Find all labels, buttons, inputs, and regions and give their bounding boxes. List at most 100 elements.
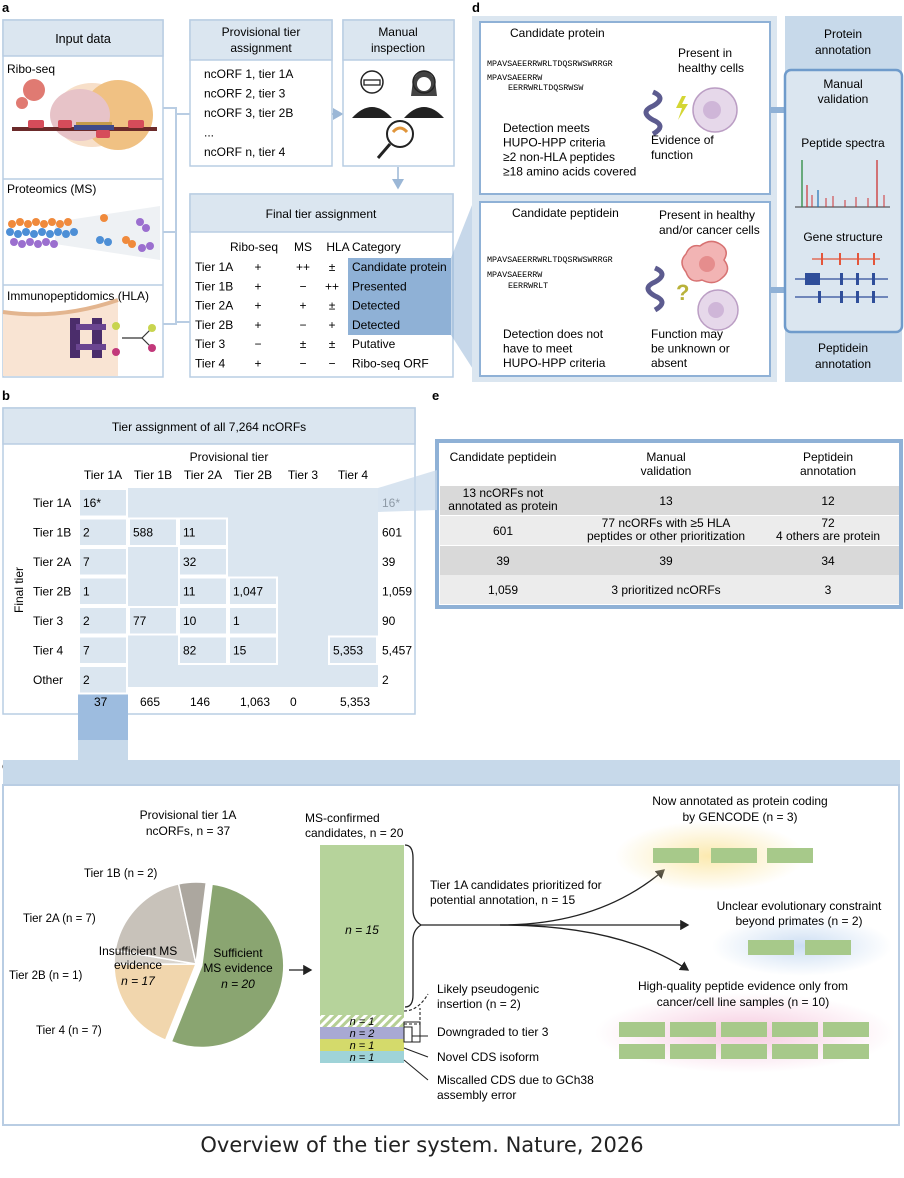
- inspectors-illustration: [352, 70, 444, 159]
- stacked-bar: n = 15n = 1n = 2n = 1n = 1: [320, 845, 404, 1064]
- highq-block: [772, 1044, 818, 1059]
- matrix-cell: 16*: [83, 496, 101, 510]
- matrix-cell-bg: [178, 547, 228, 577]
- final-row-category: Ribo-seq ORF: [352, 357, 429, 371]
- matrix-cell: 2: [83, 673, 90, 687]
- matrix-cell-bg: [328, 635, 378, 665]
- function-may-line: be unknown or: [651, 342, 730, 356]
- present-hc-1: Present in healthy: [659, 208, 755, 222]
- matrix-col-total: 665: [140, 695, 160, 709]
- matrix-cell-bg: [78, 488, 128, 518]
- matrix-col-total: 146: [190, 695, 210, 709]
- matrix-cell: 7: [83, 555, 90, 569]
- sufficient-1: Sufficient: [213, 946, 263, 960]
- seq-c-2: EERRWRLT: [508, 281, 548, 291]
- e-cell: 1,059: [488, 583, 518, 597]
- function-may-line: absent: [651, 356, 688, 370]
- matrix-cell-bg: [128, 517, 178, 547]
- final-row-ms: −: [299, 318, 306, 332]
- e-cell: 13: [659, 494, 673, 508]
- detect-meets-line: ≥2 non-HLA peptides: [503, 150, 615, 164]
- protein-annot-1: Protein: [824, 27, 862, 41]
- insufficient-1: Insufficient MS: [99, 944, 177, 958]
- gene-structure-label: Gene structure: [803, 230, 883, 244]
- matrix-col-total: 37: [94, 695, 108, 709]
- prov-item: ncORF 1, tier 1A: [204, 67, 293, 81]
- e-cell: 3: [825, 583, 832, 597]
- sufficient-2: MS evidence: [203, 961, 273, 975]
- matrix-cell-bg: [178, 635, 228, 665]
- e-cell: 13 ncORFs not: [463, 486, 544, 500]
- matrix-cell: 82: [183, 644, 197, 658]
- final-row-tier: Tier 2B: [195, 318, 233, 332]
- highq-block: [823, 1022, 869, 1037]
- miscalled-2: assembly error: [437, 1088, 516, 1102]
- prov-item: ncORF 2, tier 3: [204, 87, 286, 101]
- matrix-cell-bg: [228, 635, 278, 665]
- bar-segment-label: n = 1: [350, 1040, 375, 1052]
- unclear-glow: [712, 916, 892, 976]
- protein-cell-illustration: [643, 87, 738, 137]
- matrix-cell: 32: [183, 555, 197, 569]
- final-row-ms: ±: [300, 337, 307, 351]
- matrix-cell-bg: [228, 576, 278, 606]
- bar-segment: [320, 1039, 404, 1051]
- final-row-ms: −: [299, 357, 306, 371]
- pie-label-tier1b: Tier 1B (n = 2): [84, 868, 158, 880]
- seq-full-1: MPAVSAEERRWRLTDQSRWSWRRGR: [487, 59, 613, 69]
- matrix-row-total: 90: [382, 614, 396, 628]
- prov-item: ncORF 3, tier 2B: [204, 106, 293, 120]
- bar-segment: [320, 1051, 404, 1063]
- pie-slice: [113, 963, 198, 1042]
- pie-label-tier2b: Tier 2B (n = 1): [9, 970, 83, 982]
- e-cell: 39: [659, 554, 673, 568]
- ribo-seq-label: Ribo-seq: [7, 62, 55, 76]
- final-header: Ribo-seq: [230, 240, 278, 254]
- e-cell: 3 prioritized ncORFs: [611, 583, 720, 597]
- seq-b-1: EERRWRLTDQSRWSW: [508, 83, 584, 93]
- e-row-bg: [440, 516, 899, 545]
- e-cell: peptides or other prioritization: [587, 529, 745, 543]
- final-header: Category: [352, 240, 401, 254]
- seq-a-1: MPAVSAEERRW: [487, 73, 543, 83]
- highq-block: [619, 1022, 665, 1037]
- matrix-row-label: Other: [33, 673, 63, 687]
- matrix-cell: 5,353: [333, 644, 363, 658]
- panel-letter-e: e: [432, 388, 439, 403]
- matrix-cell: 1,047: [233, 585, 263, 599]
- e-header: Peptidein: [803, 450, 853, 464]
- matrix-row-label: Tier 3: [33, 614, 64, 628]
- annotated-glow: [615, 821, 805, 891]
- final-row-hla: ±: [329, 260, 336, 274]
- e-header: validation: [641, 464, 692, 478]
- pie-slice: [114, 882, 197, 965]
- miscalled-1: Miscalled CDS due to GCh38: [437, 1073, 594, 1087]
- e-cell: 601: [493, 524, 513, 538]
- matrix-cell: 15: [233, 644, 247, 658]
- final-row-category: Presented: [352, 279, 407, 293]
- e-cell: 4 others are protein: [776, 529, 880, 543]
- present-hc-2: and/or cancer cells: [659, 223, 760, 237]
- final-row-ms: +: [299, 299, 306, 313]
- matrix-row-total: 5,457: [382, 644, 412, 658]
- cand-protein-title: Candidate protein: [510, 26, 605, 40]
- final-row-hla: ±: [329, 337, 336, 351]
- matrix-cell-bg: [78, 635, 128, 665]
- prioritized-2: potential annotation, n = 15: [430, 893, 575, 907]
- highq-1: High-quality peptide evidence only from: [638, 979, 848, 993]
- matrix-row-total: 1,059: [382, 585, 412, 599]
- final-row-hla: −: [328, 357, 335, 371]
- matrix-row-label: Tier 2B: [33, 585, 71, 599]
- matrix-total-bg: [378, 665, 414, 695]
- unclear-1: Unclear evolutionary constraint: [717, 899, 882, 913]
- highq-block: [619, 1044, 665, 1059]
- provisional-tier-label: Provisional tier: [190, 450, 269, 464]
- bar-segment: [320, 1027, 404, 1039]
- input-data-title: Input data: [55, 32, 111, 46]
- prioritized-1: Tier 1A candidates prioritized for: [430, 878, 602, 892]
- proteomics-illustration: [6, 206, 160, 260]
